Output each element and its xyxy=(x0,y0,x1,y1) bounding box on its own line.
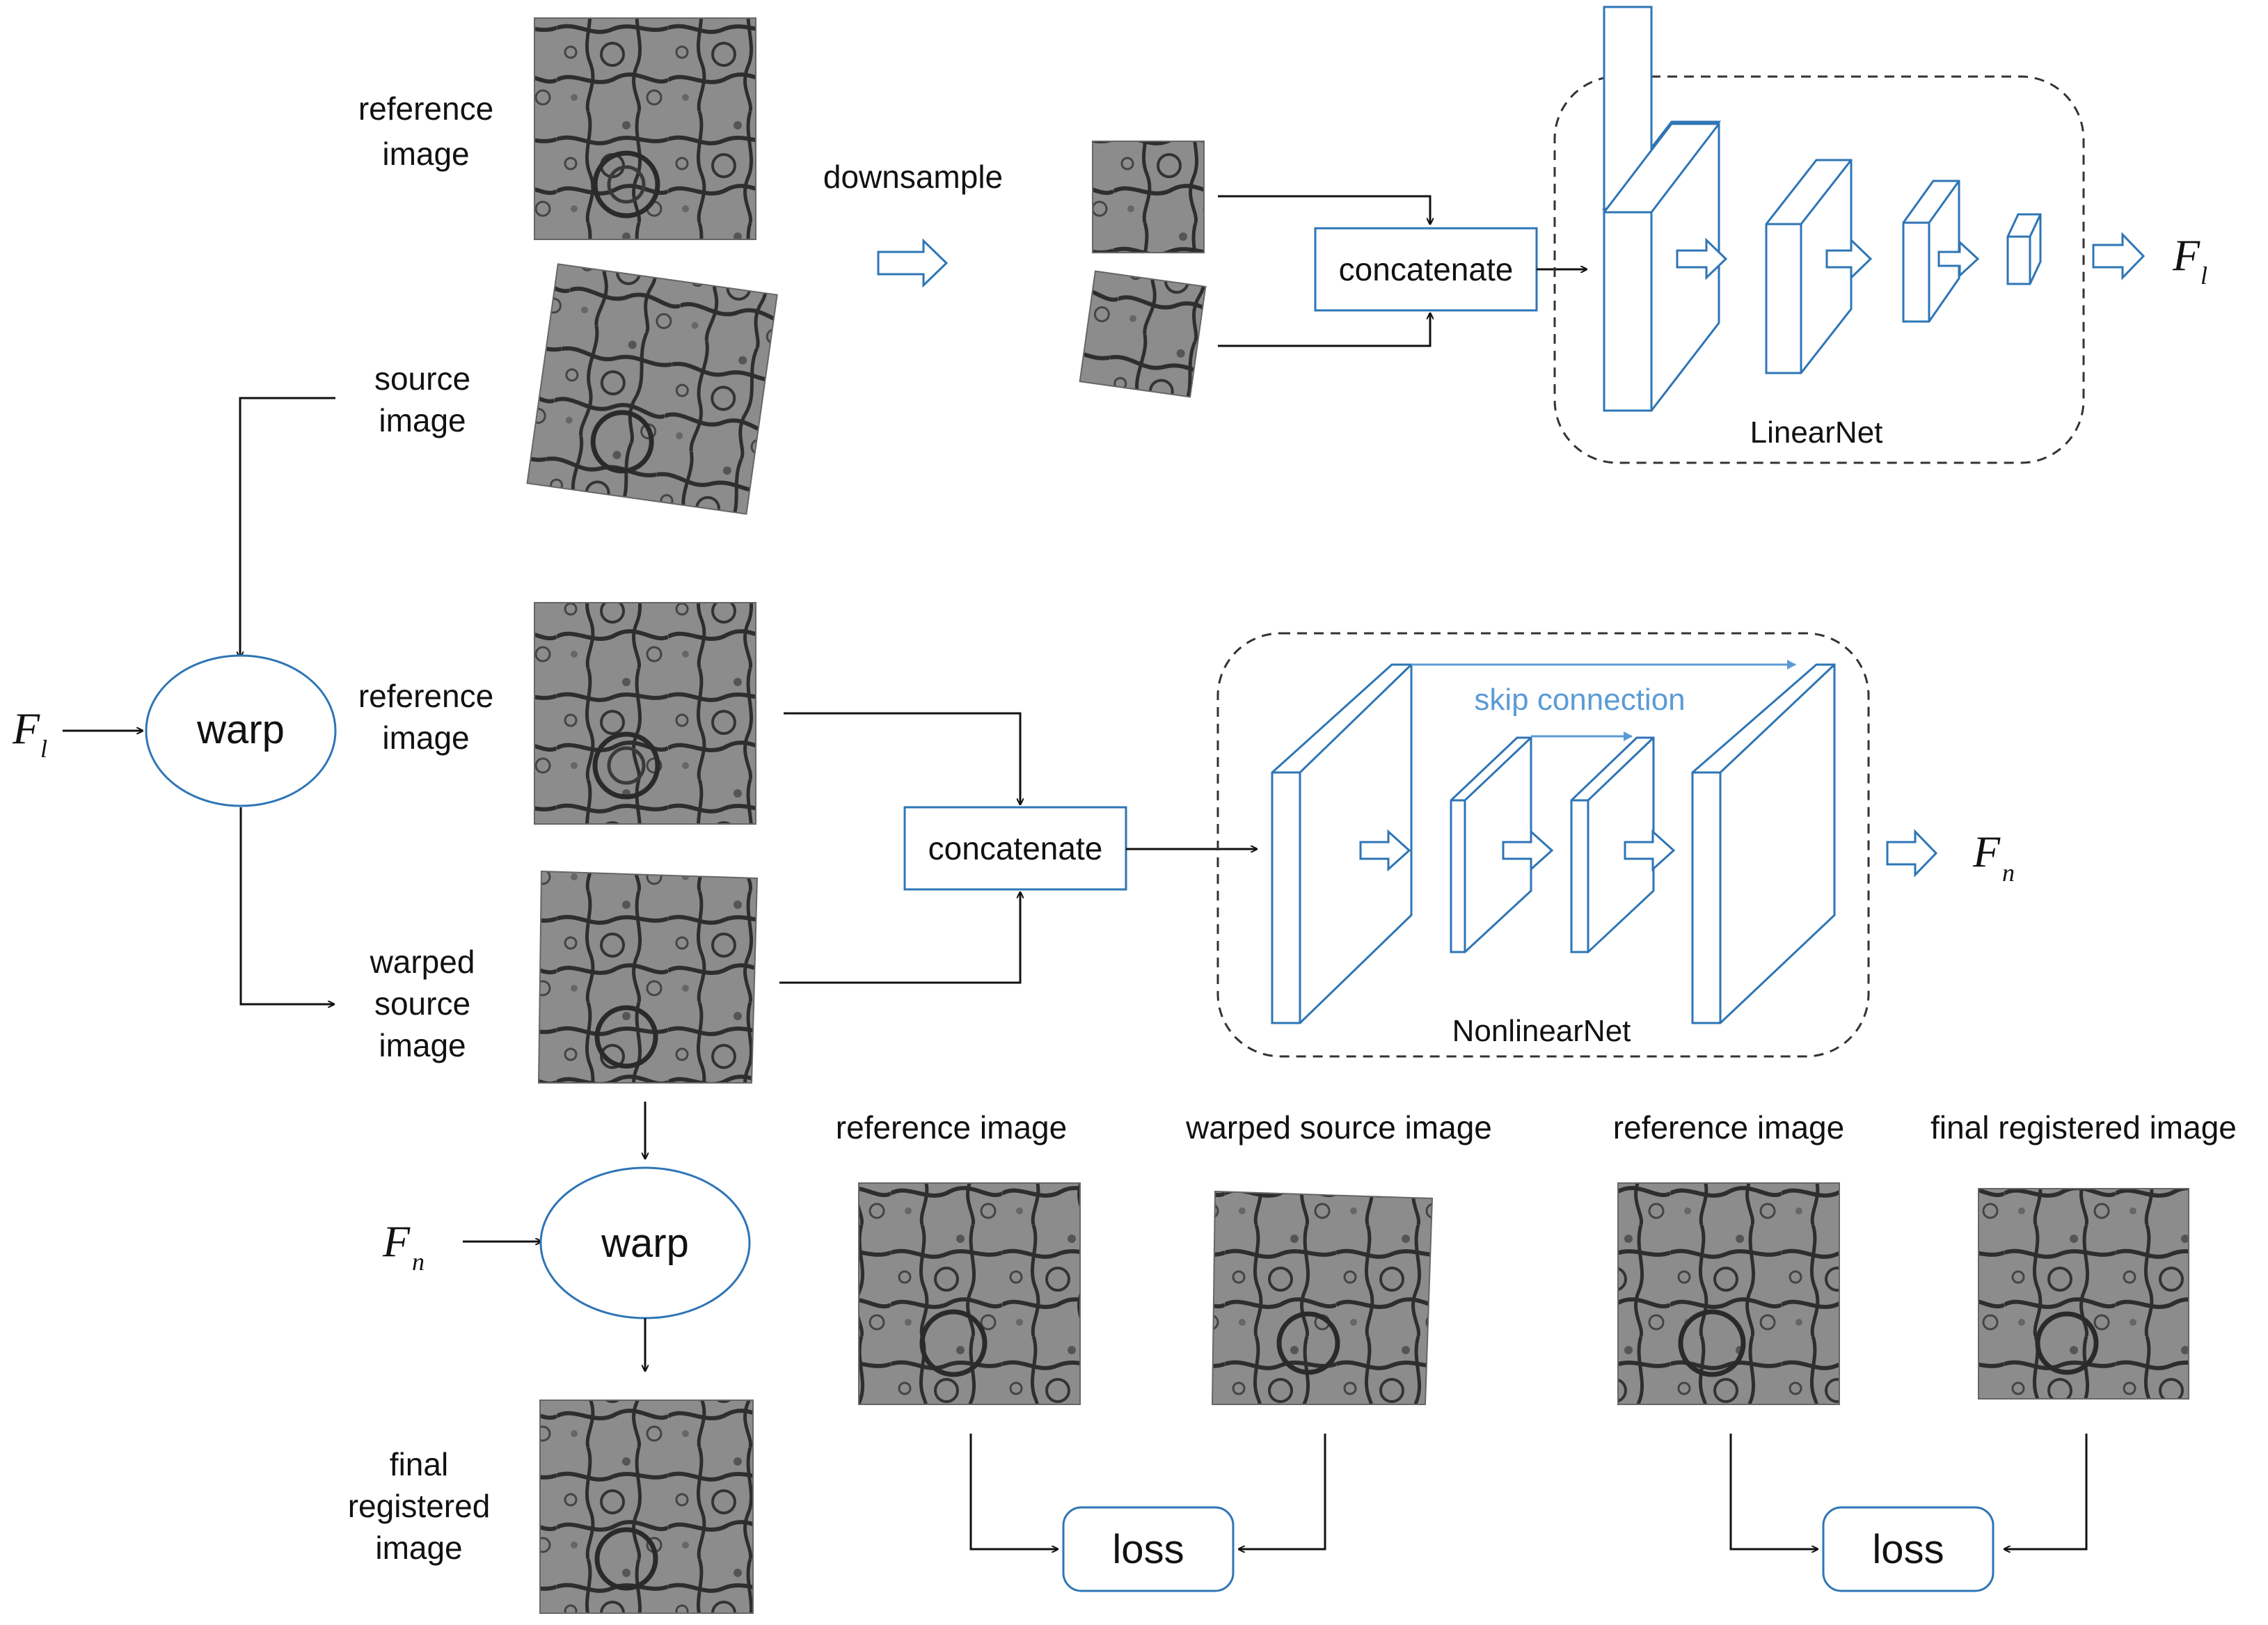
final-label-line3: image xyxy=(375,1530,462,1566)
nonlinearnet-block-4 xyxy=(1691,663,1836,1024)
loss2-box xyxy=(1822,1506,1995,1592)
nonlinearnet-block-2 xyxy=(1450,736,1532,953)
middle-reference-label-line2: image xyxy=(382,720,469,756)
loss1-right-arrow xyxy=(1239,1434,1326,1549)
source-to-warp-arrow xyxy=(240,397,335,658)
top-reference-image xyxy=(534,17,756,240)
nonlinearnet-inner-arrows xyxy=(1359,829,1676,872)
final-label-line2: registered xyxy=(348,1488,491,1524)
loss1-left-label: reference image xyxy=(836,1109,1067,1146)
nonlinearnet-label: NonlinearNet xyxy=(1452,1014,1631,1048)
warped-source-label-line1: warped xyxy=(370,944,475,980)
linearnet-container xyxy=(1553,75,2085,464)
nonlinearnet-output-arrow xyxy=(1886,829,1938,878)
loss1-left-arrow xyxy=(969,1434,1058,1549)
loss1-right-label: warped source image xyxy=(1185,1109,1492,1146)
middle-concatenate-box xyxy=(903,806,1127,891)
downsample-label: downsample xyxy=(823,159,1003,195)
skip-connection-label: skip connection xyxy=(1474,683,1685,717)
nonlinearnet-container xyxy=(1216,632,1870,1058)
loss2-final-registered-image xyxy=(1978,1188,2189,1400)
warp-node-1 xyxy=(145,654,337,807)
loss2-right-label: final registered image xyxy=(1930,1109,2237,1146)
middle-concatenate-label: concatenate xyxy=(928,830,1103,866)
source-label-line1: source xyxy=(374,360,470,397)
top-reference-label-line2: image xyxy=(382,136,469,172)
warp-to-warped-source-arrow xyxy=(239,807,334,1004)
mid-ref-to-concat-arrow xyxy=(784,712,1020,804)
middle-reference-label-line1: reference xyxy=(358,678,493,714)
middle-reference-image xyxy=(534,602,756,825)
warp1-input-symbol: F xyxy=(12,704,40,753)
linearnet-block-3 xyxy=(1902,180,1960,323)
loss1-warped-source-image xyxy=(1211,1190,1434,1405)
nonlinearnet-block-3 xyxy=(1570,736,1655,953)
warp-node-2-label: warp xyxy=(601,1221,689,1266)
final-registered-image xyxy=(539,1400,754,1614)
warp2-input-symbol: F xyxy=(382,1216,411,1266)
final-label-line1: final xyxy=(390,1446,448,1482)
downsampled-reference-image xyxy=(1092,141,1205,253)
linearnet-block-4 xyxy=(2006,213,2042,285)
downsampled-source-image xyxy=(1079,270,1207,398)
linear-output-subscript: l xyxy=(2200,262,2207,290)
mid-src-to-concat-arrow xyxy=(779,892,1020,984)
loss2-reference-image xyxy=(1617,1182,1840,1405)
warp-node-1-label: warp xyxy=(196,707,285,752)
warped-source-label-line3: image xyxy=(379,1027,466,1063)
linearnet-block-1 xyxy=(1603,122,1720,412)
nonlinear-output-symbol: F xyxy=(1972,827,2001,876)
warp2-input-subscript: n xyxy=(412,1248,425,1276)
linearnet-block-2 xyxy=(1765,159,1853,374)
source-image xyxy=(526,263,778,515)
downsample-arrow xyxy=(877,238,949,288)
linear-output-symbol: F xyxy=(2172,230,2200,280)
source-label-line2: image xyxy=(379,402,466,438)
loss1-box xyxy=(1062,1506,1235,1592)
linearnet-output-arrow xyxy=(2092,232,2146,280)
linearnet-label: LinearNet xyxy=(1750,415,1883,450)
loss2-label: loss xyxy=(1872,1527,1944,1572)
linearnet-inner-arrows xyxy=(1676,237,1980,280)
loss2-left-label: reference image xyxy=(1613,1109,1844,1146)
loss1-reference-image xyxy=(858,1182,1081,1405)
top-ref-to-concat-arrow xyxy=(1218,195,1430,224)
top-reference-label-line1: reference xyxy=(358,90,493,127)
loss2-right-arrow xyxy=(2004,1434,2088,1549)
loss2-left-arrow xyxy=(1729,1434,1818,1549)
loss1-label: loss xyxy=(1112,1527,1184,1572)
nonlinear-output-subscript: n xyxy=(2002,859,2015,887)
nonlinearnet-block-1 xyxy=(1271,663,1413,1024)
top-concatenate-box xyxy=(1314,227,1538,312)
top-src-to-concat-arrow xyxy=(1218,313,1430,347)
warped-source-label-line2: source xyxy=(374,985,470,1022)
warp1-input-subscript: l xyxy=(40,735,47,763)
warped-source-image xyxy=(537,870,759,1084)
top-concatenate-label: concatenate xyxy=(1339,251,1514,287)
